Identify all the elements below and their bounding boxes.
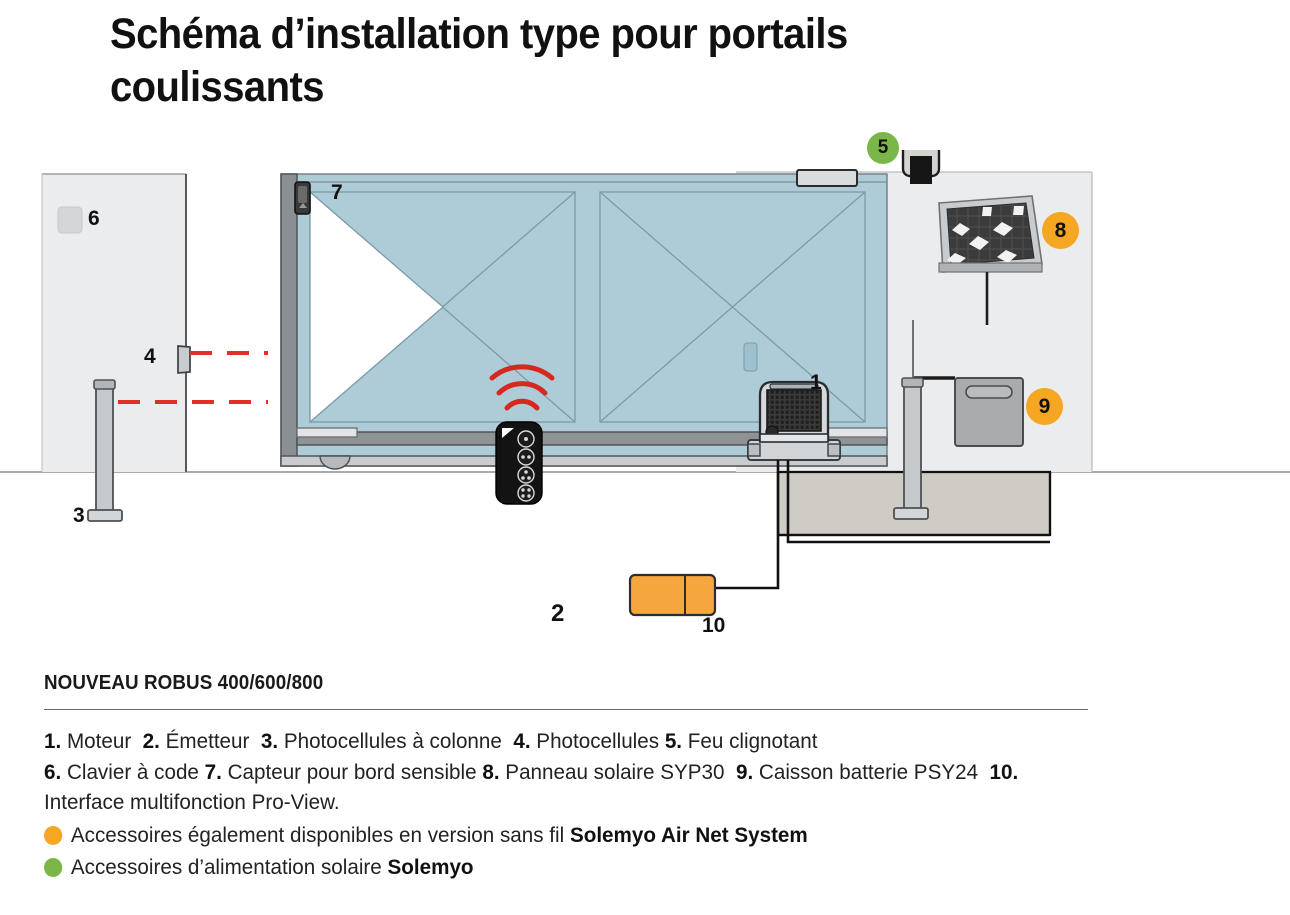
diagram-canvas: 1 2 3 4 5 6 7 8 9 10 — [0, 132, 1290, 670]
legend-num-6: 6. — [44, 759, 62, 784]
legend-item-1: Moteur — [66, 729, 132, 753]
battery-box-psy24[interactable] — [913, 376, 1024, 447]
proview-interface[interactable] — [628, 573, 717, 617]
callout-5-label: 5 — [877, 137, 889, 158]
legend-item-8: Panneau solaire SYP30 — [505, 759, 725, 784]
legend-item-3: Photocellules à colonne — [283, 729, 502, 753]
legend-bullet-orange-bold: Solemyo Air Net System — [569, 822, 808, 847]
safety-edge-sensor[interactable] — [294, 181, 311, 215]
wiring-cables — [687, 460, 1050, 590]
callout-10-proview: 10 — [702, 614, 726, 637]
antenna-receiver-box[interactable] — [796, 169, 858, 187]
robus-motor-unit[interactable] — [747, 380, 841, 461]
legend-num-1: 1. — [44, 729, 62, 753]
legend-item-7: Capteur pour bord sensible — [227, 759, 477, 784]
photocell-column-right[interactable] — [893, 377, 929, 520]
page-title: Schéma d’installation type pour portails… — [110, 10, 848, 111]
solar-panel-syp30[interactable] — [938, 195, 1043, 325]
gate-wheel — [319, 455, 351, 470]
legend-bullet-green-text: Accessoires d’alimentation solaire — [70, 855, 388, 880]
legend-bullet-green-bold: Solemyo — [387, 855, 474, 880]
legend-item-4: Photocellules — [536, 729, 660, 753]
legend-divider — [44, 709, 1088, 710]
legend-num-4: 4. — [513, 729, 531, 753]
legend-num-8: 8. — [482, 759, 500, 784]
callout-7-edge-sensor: 7 — [331, 181, 343, 204]
gate-detail-tab — [743, 342, 758, 372]
legend-bullet-orange-text: Accessoires également disponibles en ver… — [70, 822, 570, 847]
legend-item-10: Interface multifonction Pro-View. — [44, 790, 340, 815]
legend-item-2: Émetteur — [165, 729, 250, 753]
legend-text: 1. Moteur 2. Émetteur 3. Photocellules à… — [44, 726, 1088, 883]
gate-rack-rail — [296, 431, 888, 446]
legend-num-10: 10. — [989, 759, 1019, 784]
remote-transmitter[interactable] — [489, 364, 555, 505]
legend-num-2: 2. — [142, 729, 160, 753]
legend-bullet-green-row: Accessoires d’alimentation solaire Solem… — [44, 852, 1088, 883]
callout-8-label: 8 — [1054, 218, 1067, 242]
callout-1-motor: 1 — [810, 371, 822, 394]
gate-leading-post — [280, 173, 298, 467]
diagram-svg — [0, 150, 1290, 617]
rack-end-cap-right — [824, 427, 888, 438]
flashing-light[interactable] — [901, 150, 941, 184]
callout-9-label: 9 — [1038, 394, 1051, 418]
callout-6-code-keypad: 6 — [88, 207, 100, 230]
callout-9-battery-box: 9 — [1026, 388, 1063, 425]
green-bullet-icon — [44, 858, 63, 878]
gate-panel-right — [599, 191, 866, 423]
orange-bullet-icon — [44, 825, 63, 845]
callout-2-transmitter: 2 — [551, 600, 565, 627]
callout-3-column-photocells: 3 — [73, 504, 85, 527]
legend-line-2: 6. Clavier à code 7. Capteur pour bord s… — [44, 757, 1088, 818]
callout-4-photocells: 4 — [144, 345, 156, 368]
legend-item-6: Clavier à code — [66, 759, 199, 784]
legend-item-9: Caisson batterie PSY24 — [758, 759, 979, 784]
product-name: NOUVEAU ROBUS 400/600/800 — [44, 672, 324, 694]
gate-panel-left-white-triangle — [309, 190, 444, 424]
code-keypad[interactable] — [57, 206, 83, 234]
callout-5-flashing-light: 5 — [867, 132, 899, 164]
legend-bullet-green: Accessoires d’alimentation solaire Solem… — [71, 852, 1089, 883]
legend-bullet-orange: Accessoires également disponibles en ver… — [71, 820, 1089, 851]
rack-end-cap-left — [296, 427, 358, 438]
legend-bullet-orange-row: Accessoires également disponibles en ver… — [44, 820, 1088, 851]
legend-num-7: 7. — [204, 759, 222, 784]
wall-photocell[interactable] — [177, 345, 191, 374]
gate-ground-track — [280, 455, 888, 467]
legend-num-5: 5. — [664, 729, 683, 753]
photocell-column-left[interactable] — [87, 379, 123, 522]
legend-item-5: Feu clignotant — [687, 729, 818, 753]
callout-8-solar-panel: 8 — [1042, 212, 1079, 249]
legend-section: NOUVEAU ROBUS 400/600/800 1. Moteur 2. É… — [44, 672, 1092, 883]
radio-wave-icon — [489, 364, 555, 411]
legend-line-1: 1. Moteur 2. Émetteur 3. Photocellules à… — [44, 726, 1088, 757]
legend-num-3: 3. — [260, 729, 279, 753]
infrared-beams — [118, 351, 268, 404]
legend-num-9: 9. — [735, 759, 754, 784]
